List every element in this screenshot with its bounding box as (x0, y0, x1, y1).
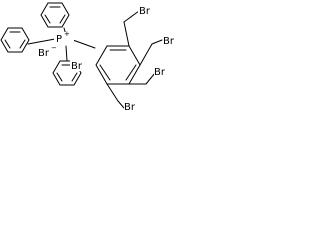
structure-diagram: P + Br − Br Br Br Br Br (0, 2, 180, 113)
bromine-label-2: Br (163, 36, 175, 47)
bromide-ion-charge: − (51, 44, 57, 52)
phenyl-ring-left (0, 27, 30, 53)
bromide-ion-label: Br (38, 48, 50, 59)
bromine-label-3: Br (154, 67, 166, 78)
bromine-label-1: Br (139, 6, 151, 17)
central-benzene-ring (95, 45, 141, 85)
phenyl-ring-top (40, 2, 70, 28)
phosphorus-label: P (56, 34, 62, 45)
bromomethyl-substituents (106, 10, 163, 109)
bromine-label-overlap: Br (71, 61, 83, 72)
bromine-label-4: Br (124, 102, 136, 113)
atom-labels: P + Br − Br Br Br Br Br (36, 4, 180, 113)
phosphorus-charge: + (64, 30, 70, 38)
